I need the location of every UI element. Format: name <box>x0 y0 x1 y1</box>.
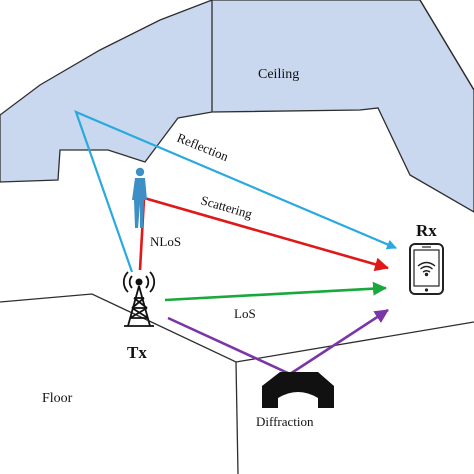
los-label: LoS <box>234 306 256 321</box>
tower-icon <box>122 271 156 327</box>
smartphone-icon <box>409 243 444 295</box>
diffraction-label: Diffraction <box>256 414 314 429</box>
floor-back-edge <box>0 293 474 363</box>
los-path <box>164 281 387 302</box>
floor-label: Floor <box>42 391 73 406</box>
ceiling-region <box>0 0 474 213</box>
nlos-label: NLoS <box>150 234 181 249</box>
floor-region <box>0 293 474 474</box>
wifi-icon <box>417 261 436 277</box>
reflection-path <box>74 110 397 273</box>
tx-label: Tx <box>127 343 147 362</box>
rx-label: Rx <box>416 221 437 240</box>
ceiling-label: Ceiling <box>258 67 299 82</box>
reflection-label: Reflection <box>175 130 231 164</box>
ceiling-surface <box>0 0 474 213</box>
floor-corner-edge <box>235 361 239 474</box>
human-figure-icon <box>132 167 147 228</box>
ceiling-edge-line-right <box>419 0 474 91</box>
obstacle-block-icon <box>262 372 334 408</box>
